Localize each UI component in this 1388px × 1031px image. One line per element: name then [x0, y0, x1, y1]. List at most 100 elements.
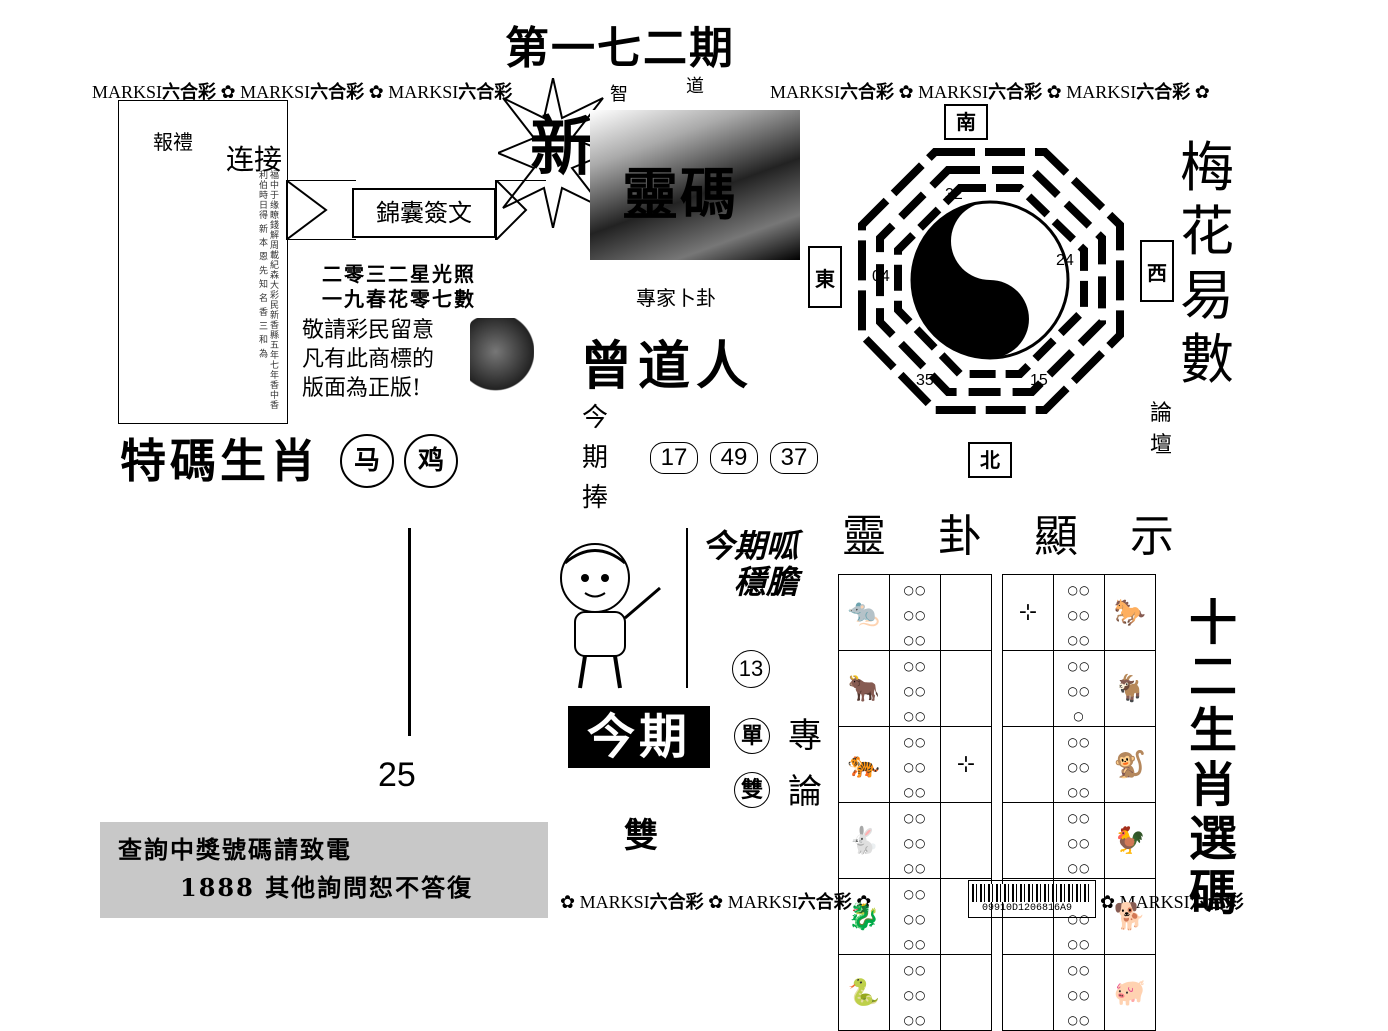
- poem: 二零三二星光照 一九春花零七數: [322, 262, 476, 312]
- animal-cell: 🐉: [838, 878, 890, 955]
- issue-period-title: 第一七二期: [505, 23, 735, 74]
- marks-text: MARKSI: [240, 82, 311, 102]
- steady-number: 13: [732, 650, 770, 688]
- liuhecai-text: 六合彩: [162, 82, 217, 102]
- marks-text: MARKSI: [1066, 82, 1137, 102]
- gift-text-columns: 福中于缘瞭錢解周載紀森大彩民新香縣五年七年香中香利伯時日得 新 本 恩 先 知 …: [257, 170, 278, 410]
- zodiac-grid-left: 🐀○○○○○○ 🐂○○○○○○ 🐅○○○○○○⊹ 🐇○○○○○○ 🐉○○○○○○…: [838, 574, 992, 1031]
- empty-cell: [940, 954, 992, 1031]
- dots-icon: ○○○○○○: [1067, 735, 1091, 799]
- dan-circle: 單: [734, 718, 770, 754]
- barcode-frame: [968, 880, 1096, 918]
- animal-cell: 🐖: [1104, 954, 1156, 1031]
- table-row: 🐂○○○○○○: [838, 650, 992, 727]
- shier-shengxiao-title: 十二生肖選碼: [1188, 595, 1237, 921]
- dots-cell: ○○○○○○: [1053, 954, 1105, 1031]
- gift-box: [118, 100, 288, 424]
- marks-text: MARKSI: [727, 892, 798, 912]
- dots-cell: ○○○○○○: [889, 954, 941, 1031]
- notice-line: 敬請彩民留意: [302, 318, 435, 343]
- hexagram-mark-icon: ⊹: [956, 752, 976, 777]
- liuhecai-text: 六合彩: [649, 892, 704, 912]
- liuhecai-text: 六合彩: [1136, 82, 1191, 102]
- dots-cell: ○○○○○○: [1053, 802, 1105, 879]
- lingma-title: 靈碼: [622, 162, 738, 228]
- xin-character: 新: [530, 110, 594, 185]
- goat-icon: 🐐: [1113, 673, 1147, 704]
- bagua-number: 24: [1056, 252, 1074, 269]
- table-row: ○○○○○○ 🐖: [1002, 954, 1156, 1031]
- table-row: 🐍 ○○○○○○: [838, 954, 992, 1031]
- divider-line: [686, 528, 688, 688]
- empty-cell: [940, 802, 992, 879]
- empty-cell: [1002, 954, 1054, 1031]
- empty-cell: [940, 650, 992, 727]
- meihua-luntan: 論壇: [1150, 401, 1173, 458]
- direction-south: 南: [944, 104, 988, 140]
- zodiac-circle: 鸡: [404, 434, 458, 488]
- liuhecai-text: 六合彩: [458, 82, 513, 102]
- jinnang-label: 錦囊簽文: [352, 188, 496, 238]
- zodiac-circle: 马: [340, 434, 394, 488]
- expert-name: 曾道人: [580, 336, 755, 397]
- notice-line: 版面為正版!: [302, 376, 421, 401]
- pig-icon: 🐖: [1113, 977, 1147, 1008]
- arrow-banner: [286, 180, 546, 240]
- empty-cell: [1002, 726, 1054, 803]
- pick-number: 37: [770, 442, 818, 474]
- horse-icon: 🐎: [1113, 597, 1147, 628]
- dog-icon: 🐕: [1113, 901, 1147, 932]
- dots-icon: ○○○○○: [1067, 659, 1091, 723]
- marks-text: MARKSI: [579, 892, 650, 912]
- dots-icon: ○○○○○○: [1067, 811, 1091, 875]
- dots-cell: ○○○○○○: [889, 650, 941, 727]
- dots-icon: ○○○○○○: [903, 735, 927, 799]
- animal-cell: 🐕: [1104, 878, 1156, 955]
- dots-icon: ○○○○○○: [903, 963, 927, 1027]
- bagua-diagram: [858, 148, 1124, 414]
- animal-cell: 🐐: [1104, 650, 1156, 727]
- marks-text: MARKSI: [918, 82, 989, 102]
- animal-cell: 🐓: [1104, 802, 1156, 879]
- table-row: ○○○○○○🐒: [1002, 726, 1156, 803]
- gift-title: 報禮: [153, 130, 193, 154]
- linggua-title: 靈卦顯示: [842, 511, 1226, 562]
- bagua-number: 35: [916, 372, 934, 389]
- marks-row-top: MARKSI六合彩 ✿ MARKSI六合彩 ✿ MARKSI六合彩: [92, 82, 513, 102]
- contact-line: 1888 其他詢問恕不答復: [180, 873, 474, 902]
- marks-text: MARKSI: [770, 82, 841, 102]
- table-row: ⊹○○○○○○🐎: [1002, 574, 1156, 651]
- marker-cell: ⊹: [940, 726, 992, 803]
- liuhecai-text: 六合彩: [1189, 892, 1244, 912]
- dots-cell: ○○○○○○: [889, 878, 941, 955]
- bagua-number: 32: [945, 186, 963, 203]
- contact-line: 查詢中獎號碼請致電: [118, 835, 352, 864]
- table-row: 🐀 ○○○○○○: [838, 574, 992, 651]
- zhuanlun-label: 專論: [788, 716, 822, 812]
- rat-icon: 🐀: [847, 597, 881, 628]
- dots-icon: ○○○○○○: [1067, 583, 1091, 647]
- dots-cell: ○○○○○○: [1053, 574, 1105, 651]
- animal-cell: 🐍: [838, 954, 890, 1031]
- liuhecai-text: 六合彩: [988, 82, 1043, 102]
- expert-subtitle: 專家卜卦: [636, 286, 716, 310]
- jinqi-jiao-line: 穩膽: [733, 563, 798, 601]
- notice: 敬請彩民留意 凡有此商標的 版面為正版!: [302, 316, 434, 403]
- dots-cell: ○○○○○: [1053, 650, 1105, 727]
- tiger-icon: 🐅: [847, 749, 881, 780]
- sky-banner-image: [590, 110, 800, 260]
- gift-connect: 连接: [226, 144, 283, 175]
- tema-label: 特碼生肖: [120, 434, 320, 488]
- contact-box: [100, 822, 548, 918]
- zodiac-grid-right: ⊹○○○○○○🐎 ○○○○○🐐 ○○○○○○🐒 ○○○○○○🐓 ○○○○○○🐕 …: [1002, 574, 1156, 1031]
- dots-icon: ○○○○○○: [903, 583, 927, 647]
- table-row: ○○○○○ 🐐: [1002, 650, 1156, 727]
- empty-cell: [1002, 650, 1054, 727]
- empty-cell: [1002, 802, 1054, 879]
- meihua-title: 梅花易數: [1180, 136, 1234, 391]
- rooster-icon: 🐓: [1113, 825, 1147, 856]
- dots-icon: ○○○○○○: [1067, 963, 1091, 1027]
- dots-cell: ○○○○○○: [889, 802, 941, 879]
- table-row: 🐅 ○○○○○○ ⊹: [838, 726, 992, 803]
- jinqi-answer: 雙: [624, 816, 658, 856]
